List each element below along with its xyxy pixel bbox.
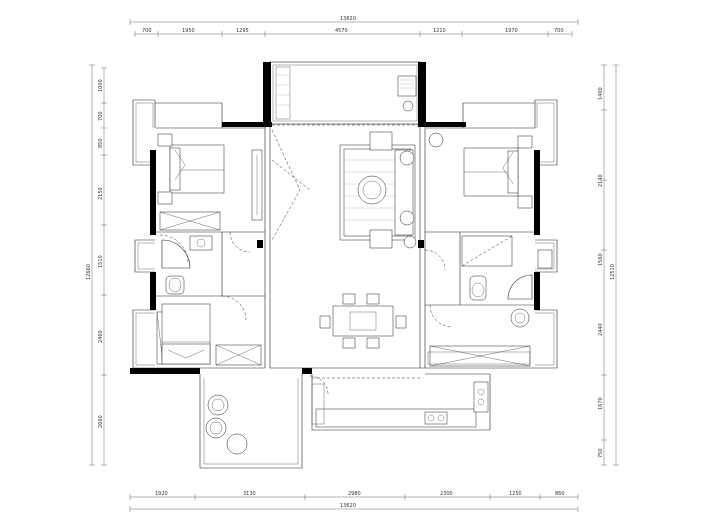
bathroom-right	[461, 235, 553, 301]
right-seg-5: 1670	[598, 397, 604, 410]
top-seg-4: 4570	[335, 28, 348, 34]
top-seg-3: 1295	[236, 28, 249, 34]
top-seg-5: 1210	[433, 28, 446, 34]
right-seg-6: 750	[598, 448, 604, 458]
top-dimension-chain: 13620 700 1950 1295 4570 1210 1970 700	[129, 16, 579, 37]
bottom-seg-2: 3130	[243, 491, 256, 497]
kitchen	[315, 75, 489, 428]
right-seg-2: 2140	[598, 174, 604, 187]
right-seg-1: 1400	[598, 87, 604, 100]
window-strips	[275, 66, 531, 425]
bottom-seg-6: 860	[555, 491, 565, 497]
left-seg-1: 1000	[98, 79, 104, 92]
terrace-furniture	[205, 132, 530, 455]
left-dimension-chain: 12660 1000 700 850 2150 1510 2460 2660	[86, 64, 107, 466]
bottom-total-label: 13620	[340, 503, 356, 509]
right-total-label: 12510	[610, 264, 616, 280]
bottom-seg-1: 1920	[155, 491, 168, 497]
walls	[130, 62, 540, 374]
top-seg-6: 1970	[505, 28, 518, 34]
bottom-seg-4: 2300	[440, 491, 453, 497]
top-seg-1: 700	[142, 28, 152, 34]
left-total-label: 12660	[86, 264, 92, 280]
bathroom-left	[161, 235, 213, 295]
master-bed-left	[157, 133, 225, 205]
right-seg-4: 2440	[598, 323, 604, 336]
left-seg-6: 2460	[98, 330, 104, 343]
top-seg-7: 700	[554, 28, 564, 34]
dining-set	[319, 293, 407, 349]
sofa-set	[339, 131, 417, 249]
left-seg-3: 850	[98, 138, 104, 148]
tv-wall	[251, 129, 311, 241]
bottom-dimension-chain: 1920 3130 2980 2300 1250 860 13620	[129, 491, 579, 512]
left-seg-7: 2660	[98, 415, 104, 428]
master-bed-right	[463, 135, 533, 209]
top-seg-2: 1950	[182, 28, 195, 34]
bottom-seg-5: 1250	[509, 491, 522, 497]
top-total-label: 13620	[340, 16, 356, 22]
right-dimension-chain: 1400 2140 1560 2440 1670 750 12510	[598, 64, 619, 466]
right-seg-3: 1560	[598, 253, 604, 266]
small-bed-left	[161, 303, 211, 365]
door-swings	[159, 124, 453, 395]
left-seg-4: 2150	[98, 187, 104, 200]
left-seg-2: 700	[98, 111, 104, 121]
bottom-seg-3: 2980	[348, 491, 361, 497]
left-seg-5: 1510	[98, 255, 104, 268]
